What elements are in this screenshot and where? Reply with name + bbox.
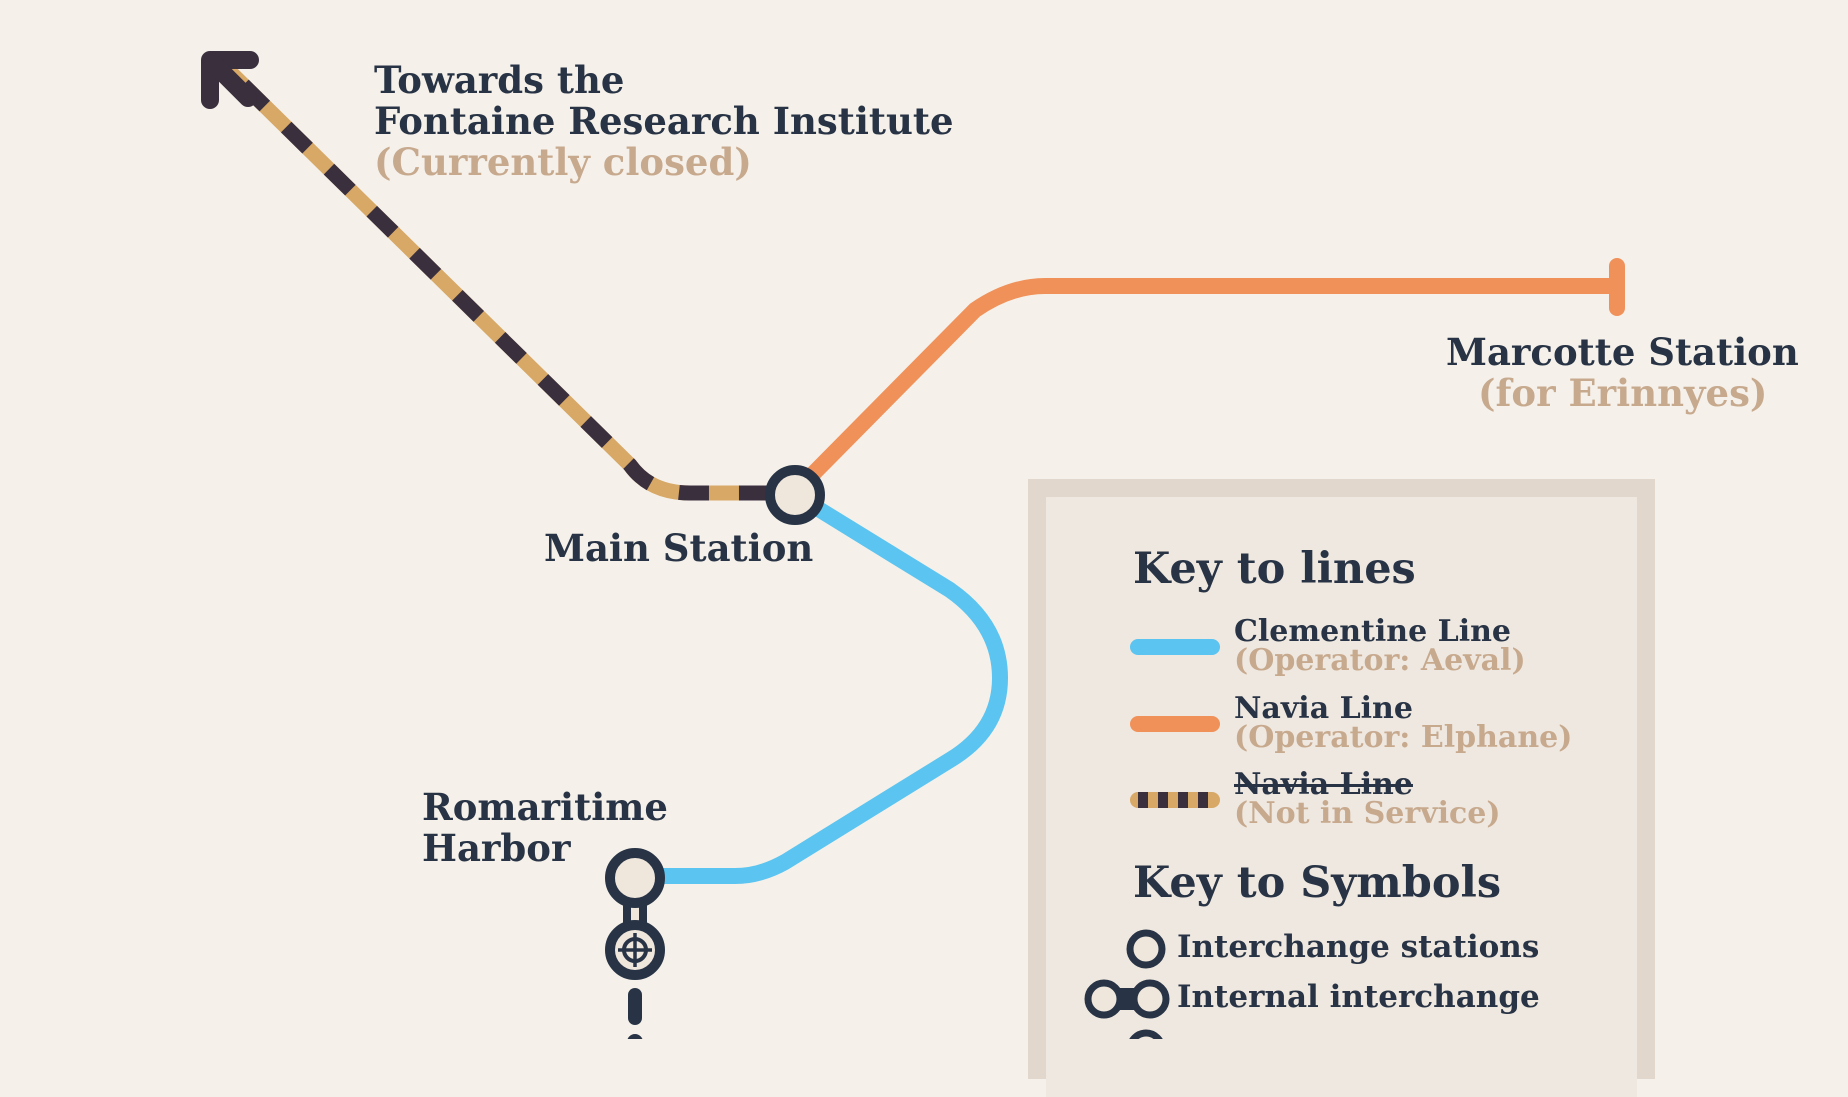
key-internal-interchange-label: Internal interchange [1177,979,1540,1015]
waterside-symbol-icon [1129,1029,1163,1039]
key-navia-name: Navia Line [1234,691,1413,726]
metro-map [201,51,1625,1039]
fontaine-label-line2: Fontaine Research Institute [374,99,954,143]
navia-line [799,278,1615,488]
navia-line-swatch [1130,716,1220,732]
marcotte-station-sub: (for Erinnyes) [1478,371,1768,415]
main-station-interchange-icon[interactable] [765,465,825,525]
romaritime-harbor-interchange-icon[interactable] [605,848,665,908]
fontaine-status: (Currently closed) [374,140,752,184]
navia-closed-swatch [1130,792,1220,808]
key-navia-closed-name: Navia Line [1234,767,1413,802]
romaritime-label-line1[interactable]: Romaritime [422,785,668,829]
clementine-line [645,498,1009,884]
key-to-lines-title: Key to lines [1133,544,1416,594]
romaritime-label-line2[interactable]: Harbor [422,826,571,870]
internal-interchange-symbol-icon [1084,979,1170,1019]
key-navia-sub: (Operator: Elphane) [1234,720,1573,755]
key-to-symbols-title: Key to Symbols [1133,858,1502,908]
key-navia-closed-sub: (Not in Service) [1234,796,1501,831]
clementine-line-swatch [1130,639,1220,655]
navia-line-closed-dashes [216,58,795,501]
key-clementine-sub: (Operator: Aeval) [1234,643,1526,678]
key-clementine-name: Clementine Line [1234,614,1511,649]
marcotte-station-label[interactable]: Marcotte Station [1446,330,1799,374]
main-station-label[interactable]: Main Station [544,526,814,570]
interchange-symbol-icon [1126,929,1166,969]
key-interchange-label: Interchange stations [1177,929,1540,965]
fontaine-label-line1: Towards the [374,58,625,102]
